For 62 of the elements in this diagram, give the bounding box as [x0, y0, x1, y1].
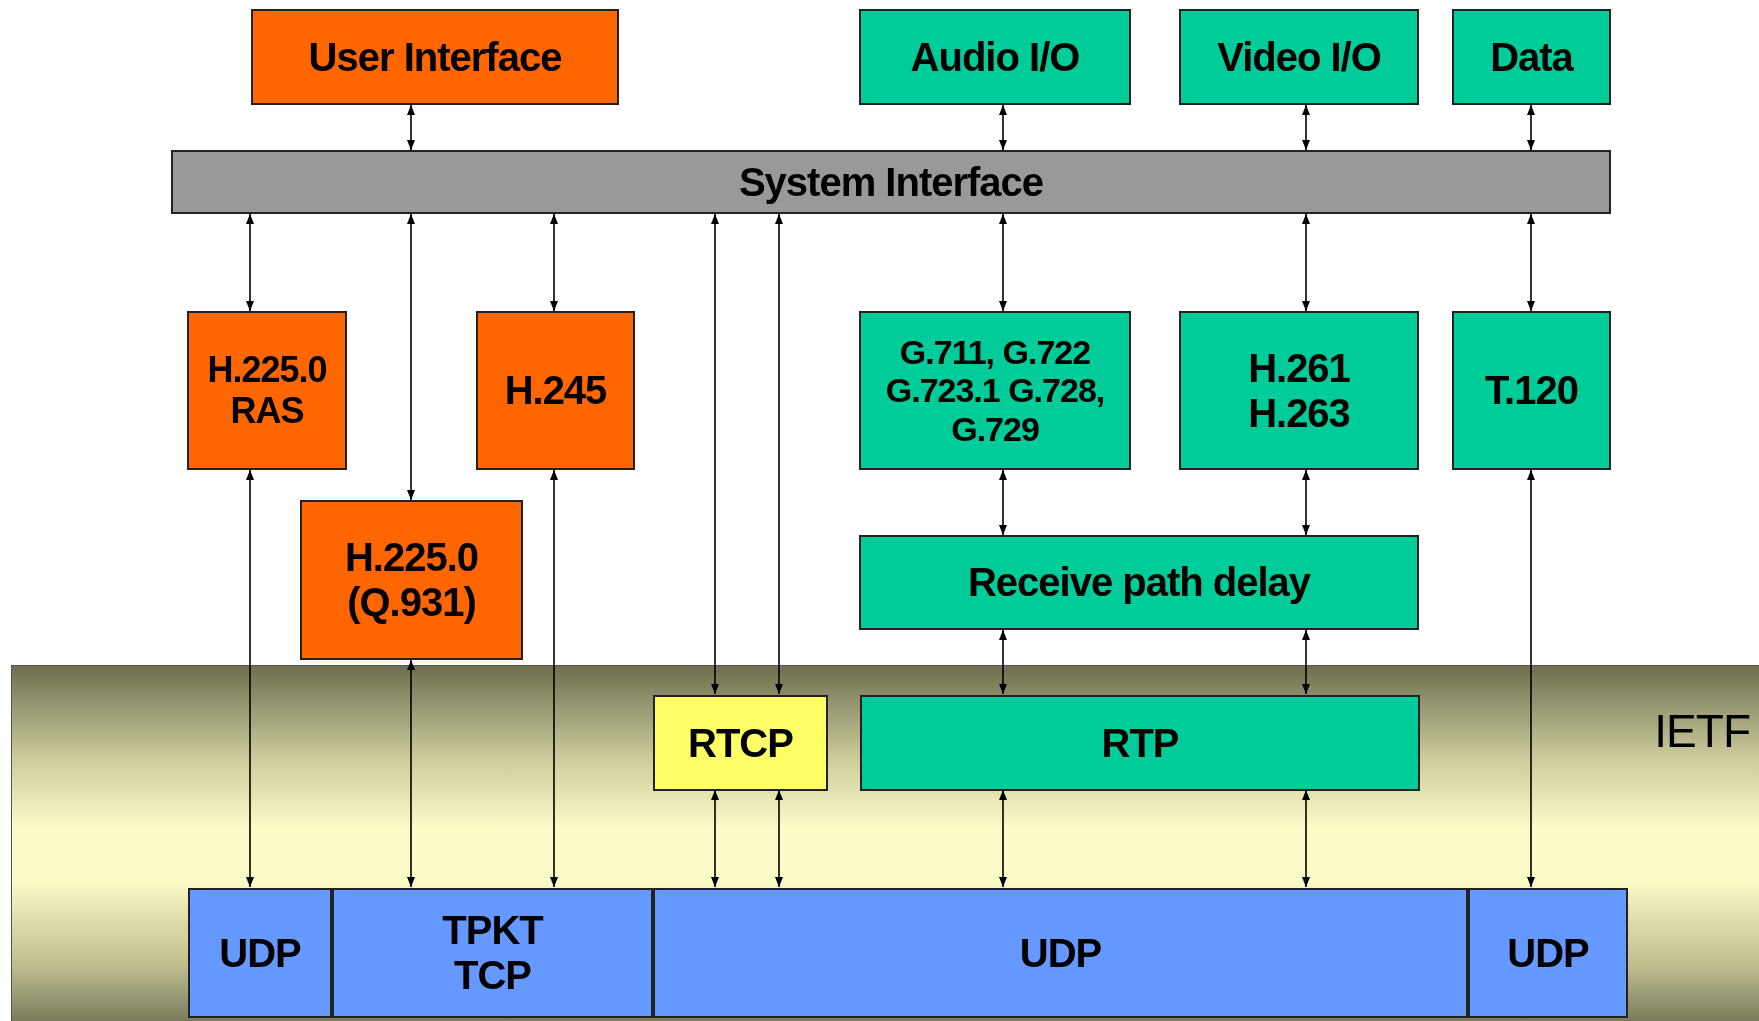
- double-arrow: [1527, 213, 1535, 312]
- double-arrow: [1302, 213, 1310, 312]
- double-arrow: [999, 213, 1007, 312]
- protocol-box: [653, 888, 1468, 1018]
- protocol-box: [251, 9, 619, 105]
- protocol-box: [653, 695, 828, 791]
- double-arrow: [407, 213, 415, 501]
- protocol-box: [300, 500, 523, 660]
- double-arrow: [550, 469, 558, 888]
- protocol-box: [1452, 311, 1611, 470]
- double-arrow: [1302, 789, 1310, 888]
- double-arrow: [1527, 104, 1535, 151]
- double-arrow: [999, 469, 1007, 536]
- protocol-box: [1179, 311, 1419, 470]
- double-arrow: [711, 789, 719, 888]
- double-arrow: [999, 629, 1007, 695]
- protocol-box: [859, 535, 1419, 630]
- standards-band: [11, 665, 1759, 1021]
- double-arrow: [775, 789, 783, 888]
- box-label: G.711, G.722 G.723.1 G.728, G.729: [884, 333, 1106, 448]
- box-label: Receive path delay: [967, 560, 1311, 605]
- protocol-box: [1468, 888, 1628, 1018]
- box-label: Video I/O: [1217, 34, 1381, 80]
- protocol-box: [332, 888, 653, 1018]
- double-arrow: [775, 213, 783, 695]
- box-label: User Interface: [308, 34, 562, 80]
- double-arrow: [999, 789, 1007, 888]
- double-arrow: [999, 104, 1007, 151]
- protocol-box: [860, 695, 1420, 791]
- double-arrow: [711, 213, 719, 695]
- double-arrow: [246, 213, 254, 312]
- protocol-box: [859, 311, 1131, 470]
- box-label: UDP: [1507, 930, 1589, 976]
- double-arrow: [550, 213, 558, 312]
- protocol-box: [859, 9, 1131, 105]
- box-label: Audio I/O: [910, 34, 1080, 80]
- protocol-box: [187, 311, 347, 470]
- double-arrow: [1302, 104, 1310, 151]
- protocol-box: [188, 888, 332, 1018]
- protocol-box: [476, 311, 635, 470]
- box-label: UDP: [219, 930, 301, 976]
- protocol-box: [1179, 9, 1419, 105]
- band-label: IETF: [1654, 706, 1750, 758]
- box-label: RTP: [1101, 720, 1179, 766]
- box-label: TPKT TCP: [441, 908, 545, 998]
- box-label: H.225.0 RAS: [206, 350, 328, 431]
- double-arrow: [1302, 469, 1310, 536]
- interface-bar: [171, 150, 1611, 214]
- box-label: System Interface: [738, 159, 1044, 205]
- box-label: H.225.0 (Q.931): [343, 535, 480, 625]
- double-arrow: [407, 104, 415, 151]
- double-arrow: [407, 659, 415, 888]
- double-arrow: [1302, 629, 1310, 695]
- box-label: Data: [1490, 34, 1573, 80]
- box-label: H.245: [504, 368, 607, 413]
- box-label: UDP: [1019, 930, 1102, 976]
- double-arrow: [246, 469, 254, 888]
- protocol-box: [1452, 9, 1611, 105]
- double-arrow: [1527, 469, 1535, 888]
- box-label: RTCP: [688, 720, 793, 766]
- box-label: H.261 H.263: [1247, 345, 1351, 436]
- box-label: T.120: [1485, 368, 1578, 413]
